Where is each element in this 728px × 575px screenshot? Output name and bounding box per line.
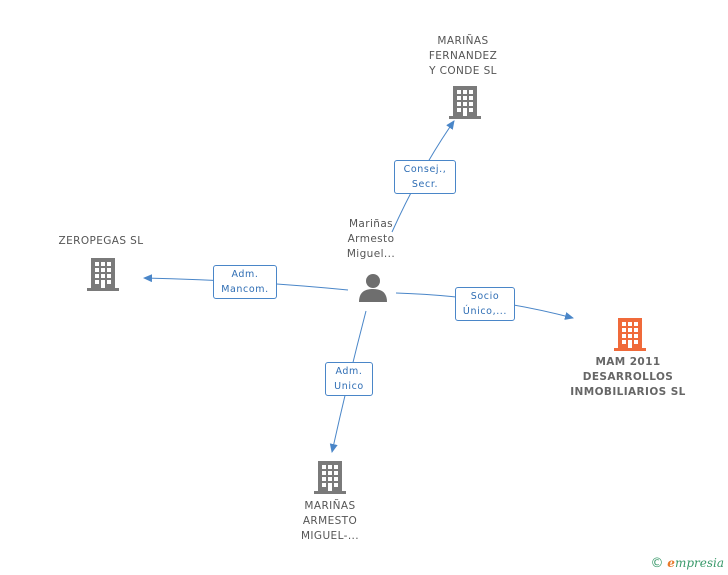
edge-label-consej-secr[interactable]: Consej., Secr.	[394, 160, 456, 194]
edge-label-adm-mancom[interactable]: Adm. Mancom.	[213, 265, 277, 299]
node-label-line: DESARROLLOS	[582, 371, 674, 383]
node-label-mam2011[interactable]: MAM 2011 DESARROLLOS INMOBILIARIOS SL	[560, 355, 696, 400]
node-label-line: MAM 2011	[595, 356, 661, 368]
node-label-line: MIGUEL-...	[300, 530, 360, 542]
node-label-line: Miguel...	[346, 248, 396, 260]
building-icon[interactable]	[87, 256, 119, 292]
building-icon[interactable]	[314, 459, 346, 495]
node-label-zeropegas[interactable]: ZEROPEGAS SL	[46, 234, 156, 249]
node-label-line: MARIÑAS	[304, 500, 356, 512]
edge-label-line: Único,...	[462, 306, 508, 317]
node-label-marinas-armesto[interactable]: MARIÑAS ARMESTO MIGUEL-...	[280, 499, 380, 544]
node-label-line: ZEROPEGAS SL	[58, 235, 144, 247]
edge-label-line: Unico	[334, 381, 364, 392]
edge-label-line: Consej.,	[403, 164, 447, 175]
edge-label-socio-unico[interactable]: Socio Único,...	[455, 287, 515, 321]
copyright-icon: ©	[650, 556, 664, 571]
edge-label-adm-unico[interactable]: Adm. Unico	[325, 362, 373, 396]
node-label-line: ARMESTO	[302, 515, 358, 527]
edge-label-line: Mancom.	[221, 284, 269, 295]
node-label-line: Mariñas	[348, 218, 394, 230]
person-icon[interactable]	[358, 272, 388, 302]
node-label-person[interactable]: Mariñas Armesto Miguel...	[326, 217, 416, 262]
edge-label-line: Secr.	[411, 179, 439, 190]
node-label-marinas-fernandez[interactable]: MARIÑAS FERNANDEZ Y CONDE SL	[413, 34, 513, 79]
node-label-line: MARIÑAS	[437, 35, 489, 47]
brand-name: mpresia	[674, 556, 724, 570]
footer-brand[interactable]: © empresia	[650, 556, 724, 571]
edge-label-line: Adm.	[231, 269, 259, 280]
brand-logo-e: e	[667, 556, 675, 570]
node-label-line: Y CONDE SL	[429, 65, 497, 77]
building-icon[interactable]	[614, 316, 646, 352]
node-label-line: FERNANDEZ	[428, 50, 498, 62]
edge-label-line: Socio	[470, 291, 500, 302]
edge-label-line: Adm.	[335, 366, 363, 377]
node-label-line: INMOBILIARIOS SL	[570, 386, 686, 398]
building-icon[interactable]	[449, 84, 481, 120]
node-label-line: Armesto	[347, 233, 395, 245]
